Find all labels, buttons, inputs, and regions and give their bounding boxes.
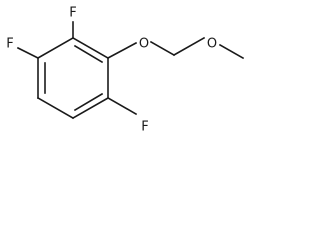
bond-c3-fluorine-bottom	[106, 96, 138, 116]
fluorine-top-label: F	[69, 6, 76, 21]
bond-ch2-methoxy-oxygen	[172, 36, 206, 57]
bond-ether-oxygen-ch2	[149, 40, 176, 57]
ring-bond-c6-c1	[36, 36, 75, 60]
bond-c2-ether-oxygen	[106, 41, 138, 60]
ring-bond-c4-c5	[36, 96, 75, 120]
benzene-ring	[36, 36, 110, 120]
ring-bond-c1-c2	[71, 36, 110, 60]
ring-bond-c3-c4	[71, 96, 110, 120]
bond-methoxy-oxygen-ch3	[218, 43, 245, 60]
ring-double-bond-c1-c2	[73, 44, 104, 64]
chemical-structure: F F F O O	[6, 6, 245, 135]
ring-double-bond-c3-c4	[73, 92, 104, 112]
fluorine-bottom-label: F	[141, 120, 148, 135]
fluorine-left-label: F	[6, 37, 13, 52]
methoxy-oxygen-label: O	[207, 37, 217, 52]
bond-c6-fluorine-left	[16, 46, 40, 60]
ether-oxygen-label: O	[139, 37, 149, 52]
